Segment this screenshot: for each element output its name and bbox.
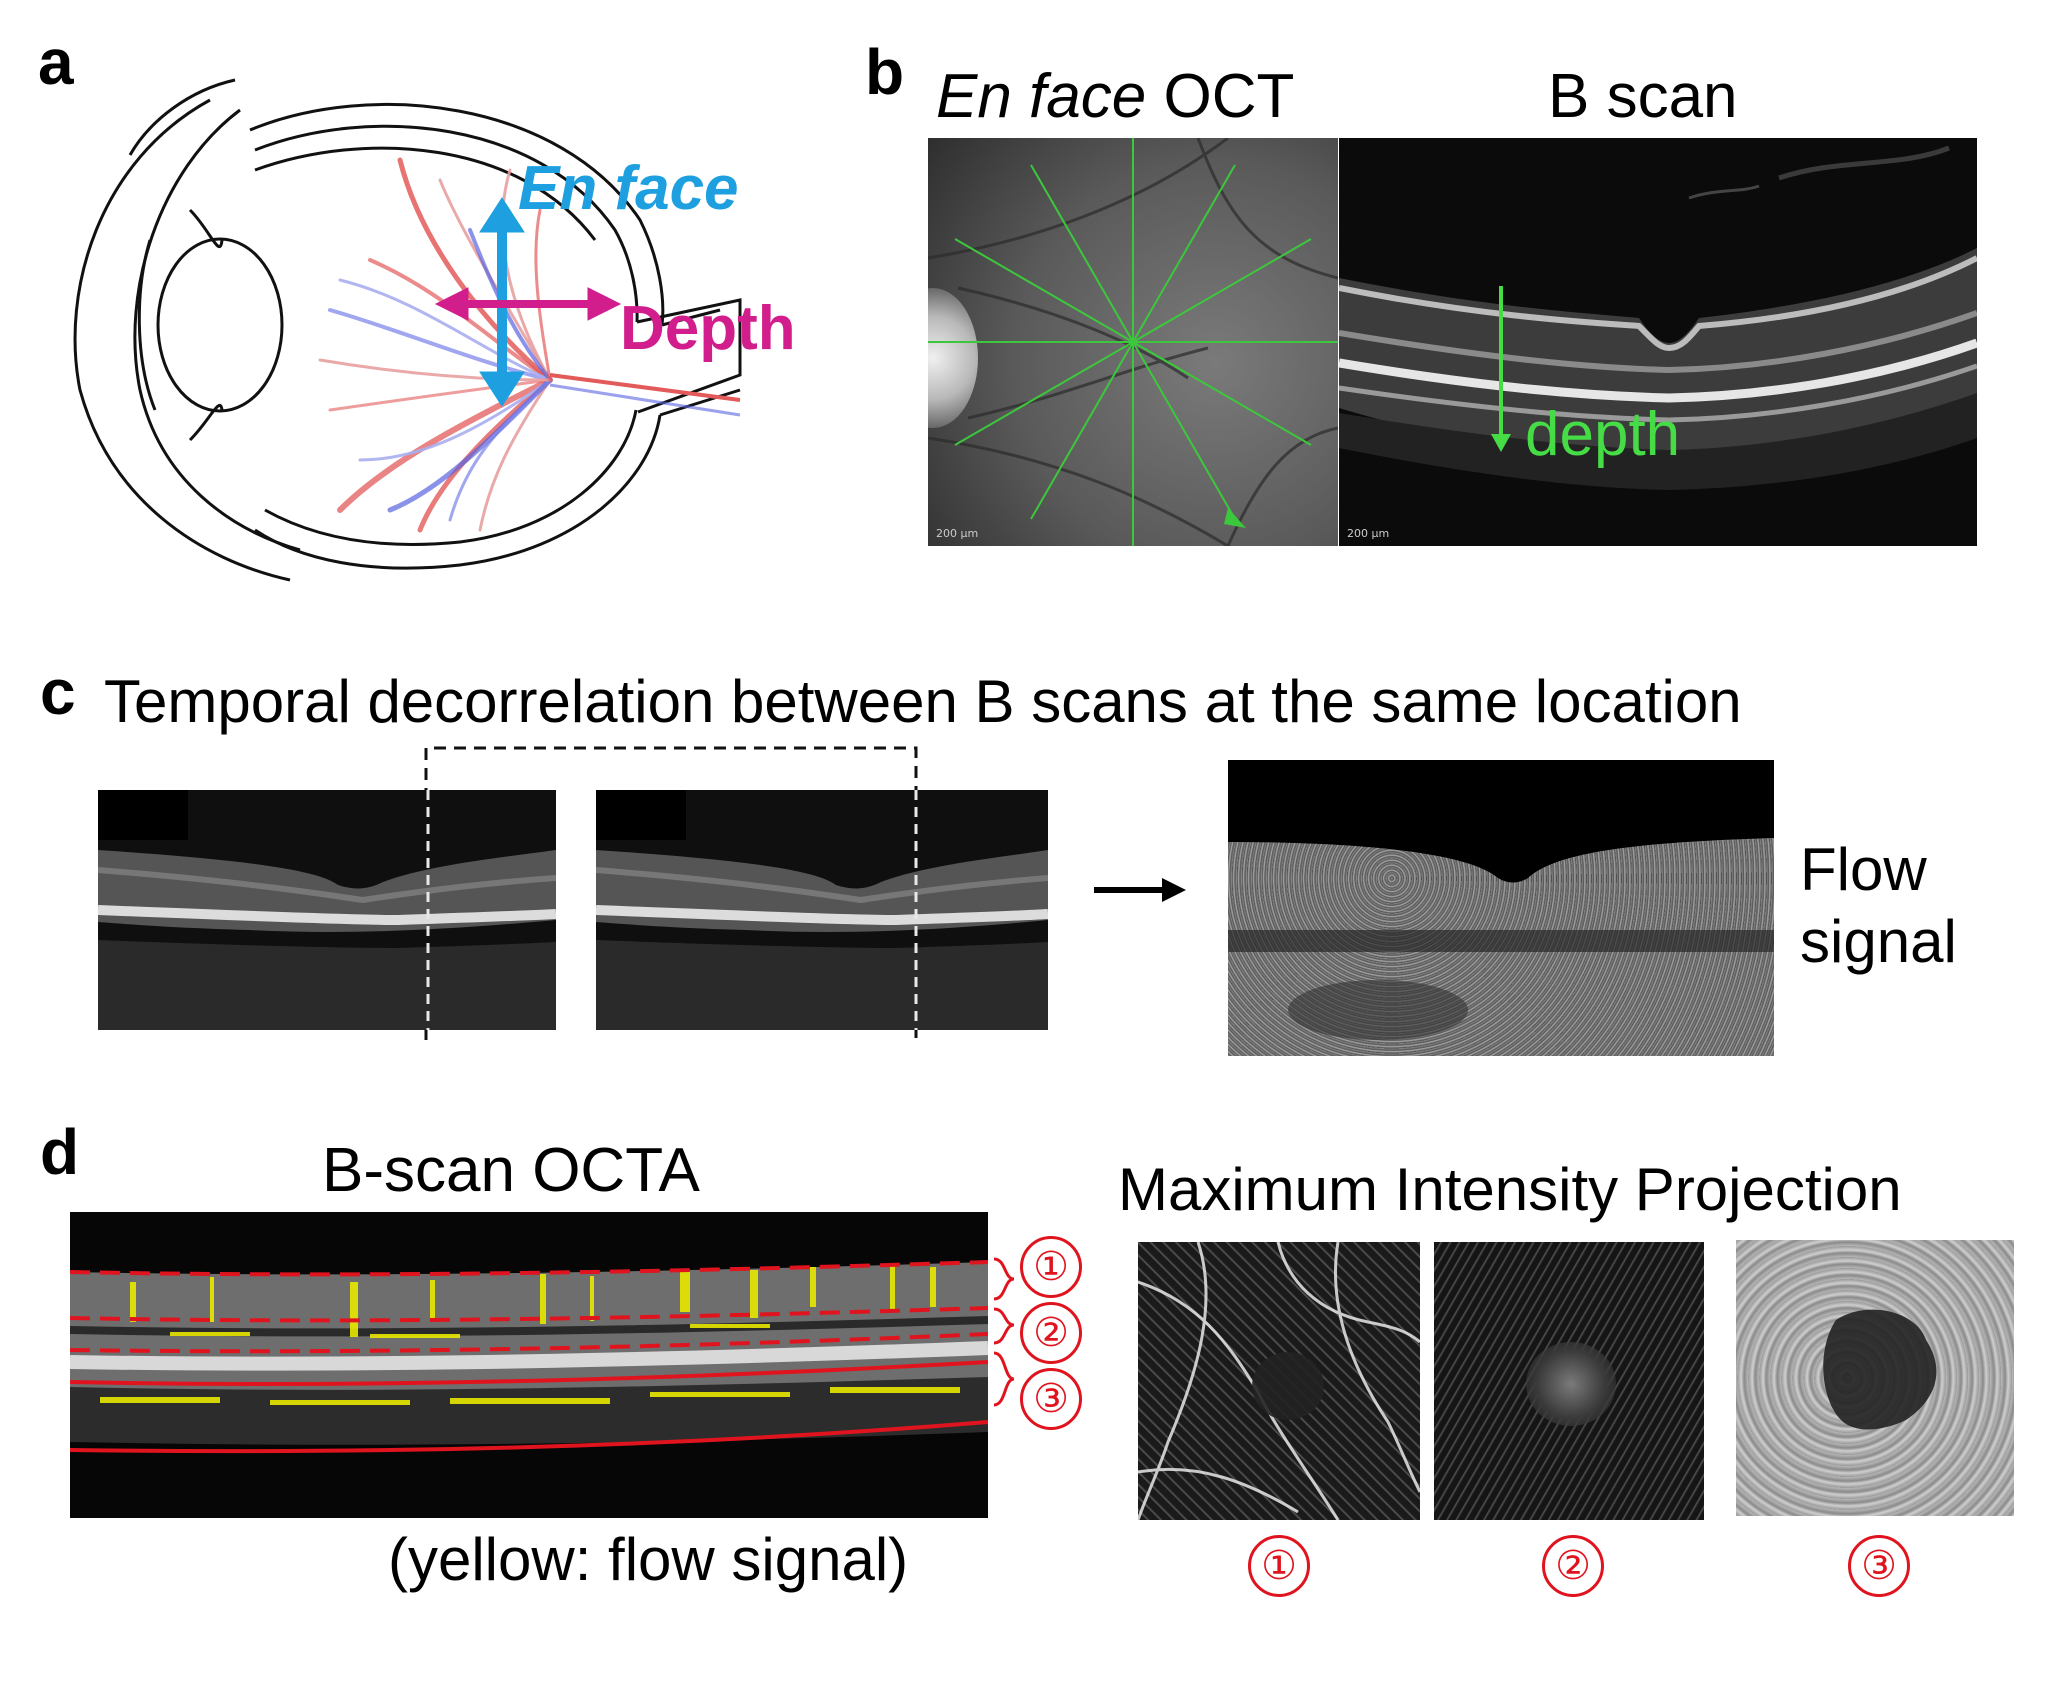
- depth-arrow: [434, 287, 622, 321]
- layer-marker-1: ①: [1020, 1236, 1082, 1298]
- b-scan-octa-title: B-scan OCTA: [322, 1136, 700, 1205]
- en-face-oct-title-rest: OCT: [1146, 62, 1295, 131]
- panel-a-label: a: [38, 26, 74, 98]
- layer-marker-2: ②: [1020, 1302, 1082, 1364]
- mip-title: Maximum Intensity Projection: [1118, 1156, 1902, 1223]
- layer-braces: [993, 1257, 1015, 1407]
- depth-arrow-b: [1491, 286, 1511, 452]
- mip-image-1: [1138, 1242, 1420, 1520]
- layer-marker-3: ③: [1020, 1368, 1082, 1430]
- octa-caption: (yellow: flow signal): [388, 1526, 909, 1593]
- en-face-oct-title: En face OCT: [936, 66, 1294, 128]
- panel-d-label: d: [40, 1116, 80, 1188]
- en-face-oct-image: 200 µm: [928, 138, 1338, 546]
- mip-label-2: ②: [1542, 1535, 1604, 1597]
- flow-dots: [100, 1264, 960, 1405]
- en-face-oct-title-italic: En face: [936, 62, 1147, 131]
- scalebar-right: 200 µm: [1347, 527, 1390, 540]
- eye-diagram: [73, 78, 742, 582]
- flow-signal-label-1: Flow: [1800, 836, 1927, 903]
- c-bscan-2: [596, 790, 1048, 1030]
- retina-layers: [1339, 145, 1977, 490]
- radial-scan-lines: [928, 138, 1338, 546]
- scalebar-left: 200 µm: [936, 527, 979, 540]
- c-arrow: [1094, 878, 1186, 902]
- panel-c-label: c: [40, 656, 76, 728]
- depth-label-a: Depth: [620, 294, 796, 363]
- mip-image-3: [1736, 1240, 2014, 1516]
- c-bscan-1: [98, 790, 556, 1030]
- en-face-label: En face: [518, 154, 739, 223]
- b-scan-octa-image: [70, 1212, 988, 1518]
- panel-c-title: Temporal decorrelation between B scans a…: [104, 668, 1742, 735]
- depth-label-b: depth: [1525, 400, 1681, 469]
- flow-signal-image: [1228, 760, 1774, 1056]
- mip-image-2: [1434, 1242, 1704, 1520]
- panel-b-label: b: [865, 36, 905, 108]
- mip-label-1: ①: [1248, 1535, 1310, 1597]
- b-scan-title: B scan: [1548, 62, 1738, 131]
- b-scan-image: depth 200 µm: [1339, 138, 1977, 546]
- flow-signal-label-2: signal: [1800, 908, 1957, 975]
- mip-label-3: ③: [1848, 1535, 1910, 1597]
